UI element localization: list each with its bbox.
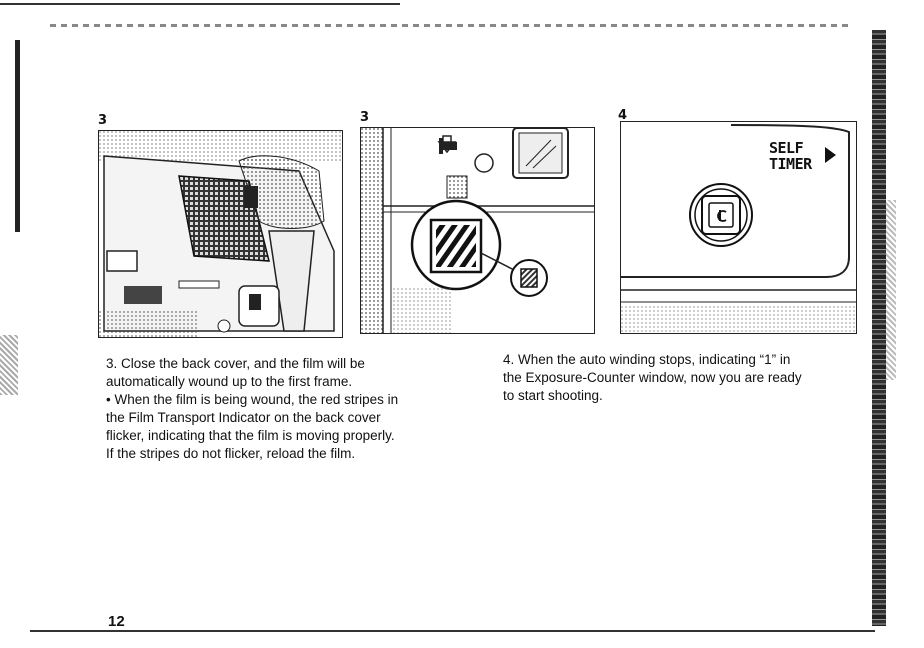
self-timer-label-line2: TIMER: [769, 155, 812, 173]
left-scan-bar: [15, 40, 20, 232]
back-cover-illustration: [99, 131, 342, 337]
figure-film-transport: [360, 127, 595, 334]
left-scan-texture: [0, 335, 18, 395]
caption-right-line: the Exposure-Counter window, now you are…: [503, 370, 802, 385]
caption-left-line: 3. Close the back cover, and the film wi…: [106, 356, 365, 371]
caption-right-line: 4. When the auto winding stops, indicati…: [503, 352, 791, 367]
figure-number-3: 4: [618, 108, 628, 123]
caption-left-line: flicker, indicating that the film is mov…: [106, 428, 395, 443]
caption-left: 3. Close the back cover, and the film wi…: [106, 355, 476, 463]
figure-number-2: 3: [360, 110, 370, 125]
caption-right: 4. When the auto winding stops, indicati…: [503, 351, 868, 405]
self-timer-label-line1: SELF: [769, 139, 804, 157]
figure-exposure-counter: SELF TIMER: [620, 121, 857, 334]
self-timer-label: SELF TIMER: [769, 140, 812, 172]
right-scan-texture: [886, 200, 896, 380]
top-dashed-rule: [50, 24, 850, 27]
self-timer-arrow-icon: [825, 147, 836, 163]
caption-left-line: • When the film is being wound, the red …: [106, 392, 399, 407]
figure-number-1: 3: [98, 113, 108, 128]
page-number: 12: [108, 613, 125, 630]
bottom-rule: [30, 630, 875, 632]
right-scan-edge: [872, 30, 886, 626]
caption-left-line: If the stripes do not flicker, reload th…: [106, 446, 356, 461]
film-transport-illustration: [361, 128, 594, 333]
caption-left-line: automatically wound up to the first fram…: [106, 374, 353, 389]
caption-left-line: the Film Transport Indicator on the back…: [106, 410, 381, 425]
figure-back-cover: [98, 130, 343, 338]
top-rule: [0, 3, 400, 5]
caption-right-line: to start shooting.: [503, 388, 603, 403]
exposure-counter-illustration: [621, 122, 856, 333]
